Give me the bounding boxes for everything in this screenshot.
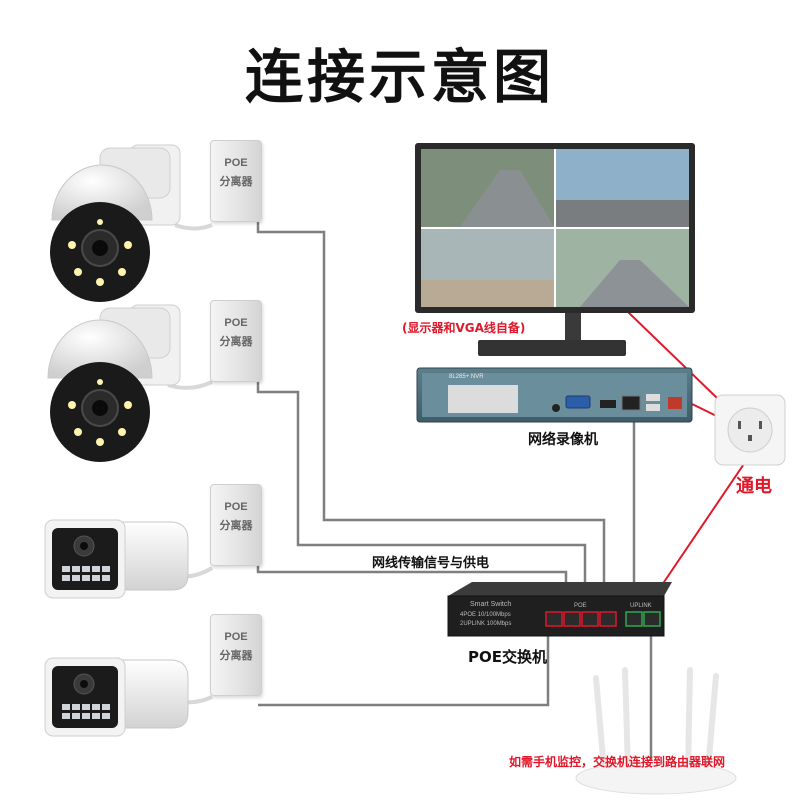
poe-ports (545, 611, 617, 627)
network-video-recorder (416, 367, 693, 423)
ptz-camera-1 (50, 144, 181, 302)
poe-splitter-sublabel: 分离器 (219, 520, 253, 532)
switch-uplink-port-label: UPLINK (630, 603, 652, 609)
switch-spec-poe: 4POE 10/100Mbps (460, 612, 511, 618)
poe-splitter-sublabel: 分离器 (219, 336, 253, 348)
poe-switch (447, 582, 672, 637)
poe-splitter-sublabel: 分离器 (219, 176, 253, 188)
cable-label: 网线传输信号与供电 (372, 556, 490, 571)
nvr-label: 网络录像机 (528, 432, 598, 448)
poe-splitter-sublabel: 分离器 (219, 650, 253, 662)
cable-cam2 (256, 380, 587, 600)
monitor (415, 143, 695, 356)
poe-splitter-4: POE 分离器 (210, 614, 262, 696)
switch-poe-port-label: POE (574, 603, 587, 609)
poe-splitter-label: POE (224, 317, 248, 329)
switch-brand: Smart Switch (470, 601, 512, 608)
router-note: 如需手机监控，交换机连接到路由器联网 (509, 755, 726, 769)
poe-splitter-label: POE (224, 631, 248, 643)
page-title: 连接示意图 (244, 43, 555, 111)
cable-cam1 (256, 222, 606, 600)
bullet-camera-2 (44, 657, 189, 737)
switch-spec-uplink: 2UPLINK 100Mbps (460, 621, 512, 627)
ptz-camera-2 (47, 304, 181, 462)
bullet-camera-1 (44, 519, 189, 599)
power-line-switch (661, 451, 753, 586)
uplink-ports (625, 611, 661, 627)
poe-splitter-1: POE 分离器 (210, 140, 262, 222)
poe-splitter-label: POE (224, 157, 248, 169)
switch-label: POE交换机 (468, 648, 547, 666)
cable-cam4 (258, 630, 550, 707)
wall-socket (714, 394, 786, 466)
poe-splitter-2: POE 分离器 (210, 300, 262, 382)
monitor-note: (显示器和VGA线自备) (402, 321, 526, 335)
camera-leads (167, 223, 214, 705)
poe-splitter-3: POE 分离器 (210, 484, 262, 566)
poe-splitter-label: POE (224, 501, 248, 513)
ethernet-cables (256, 222, 653, 760)
power-label: 通电 (736, 476, 772, 497)
nvr-model-badge: 8L265+ NVR (449, 374, 484, 380)
router (575, 667, 737, 795)
